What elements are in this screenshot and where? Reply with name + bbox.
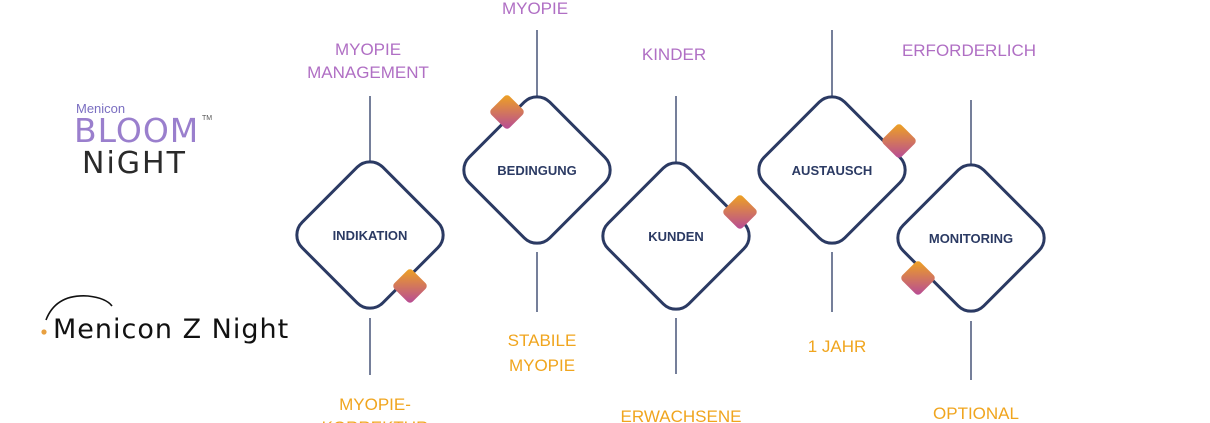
badge-icon [490, 95, 524, 129]
badge-icon [723, 195, 757, 229]
bloom-logo-night-text: NiGHT [82, 146, 187, 181]
bottom-label-monitoring: OPTIONAL [933, 404, 1019, 423]
menicon-z-night-text: Menicon Z Night [53, 314, 290, 345]
bloom-logo-menicon-text: Menicon [76, 101, 126, 116]
menicon-z-night-logo: Menicon Z Night [36, 290, 296, 350]
step-bedingung: BEDINGUNG MYOPIE STABILE MYOPIE [462, 0, 612, 375]
bottom-label-indikation: MYOPIE- [339, 395, 411, 414]
diamond-kunden [601, 161, 751, 311]
menicon-arc-icon [41, 295, 113, 335]
top-label-indikation: MYOPIE [335, 40, 401, 59]
badge-icon [882, 124, 916, 158]
diamond-label-indikation: INDIKATION [333, 228, 408, 243]
top-label-indikation: MANAGEMENT [307, 63, 429, 82]
top-label-austausch: 6 MONATE [787, 0, 873, 1]
diamond-bedingung [462, 95, 612, 245]
badge-icon [901, 261, 935, 295]
bottom-label-bedingung: MYOPIE [509, 356, 575, 375]
bottom-label-indikation: KORREKTUR [322, 418, 429, 423]
diamond-austausch [757, 95, 907, 245]
top-label-kunden: KINDER [642, 45, 706, 64]
top-label-bedingung: MYOPIE [502, 0, 568, 18]
step-austausch: AUSTAUSCH 6 MONATE 1 JAHR [757, 0, 916, 356]
bottom-label-austausch: 1 JAHR [808, 337, 867, 356]
top-label-monitoring: ERFORDERLICH [902, 41, 1036, 60]
bloom-logo-bloom-text: BLOOM [74, 111, 200, 150]
diamond-label-monitoring: MONITORING [929, 231, 1013, 246]
diamond-label-bedingung: BEDINGUNG [497, 163, 576, 178]
bottom-label-kunden: ERWACHSENE [621, 407, 742, 423]
diamond-label-austausch: AUSTAUSCH [792, 163, 873, 178]
bloom-logo-tm: TM [202, 115, 213, 122]
bottom-label-bedingung: STABILE [508, 331, 577, 350]
diamond-label-kunden: KUNDEN [648, 229, 704, 244]
step-indikation: INDIKATION MYOPIE MANAGEMENT MYOPIE- KORREKT… [295, 40, 445, 423]
bloom-night-logo: Menicon BLOOM TM NiGHT [74, 101, 214, 181]
step-monitoring: MONITORING ERFORDERLICH OPTIONAL [896, 41, 1046, 423]
step-kunden: KUNDEN KINDER ERWACHSENE [601, 45, 757, 423]
badge-icon [393, 269, 427, 303]
